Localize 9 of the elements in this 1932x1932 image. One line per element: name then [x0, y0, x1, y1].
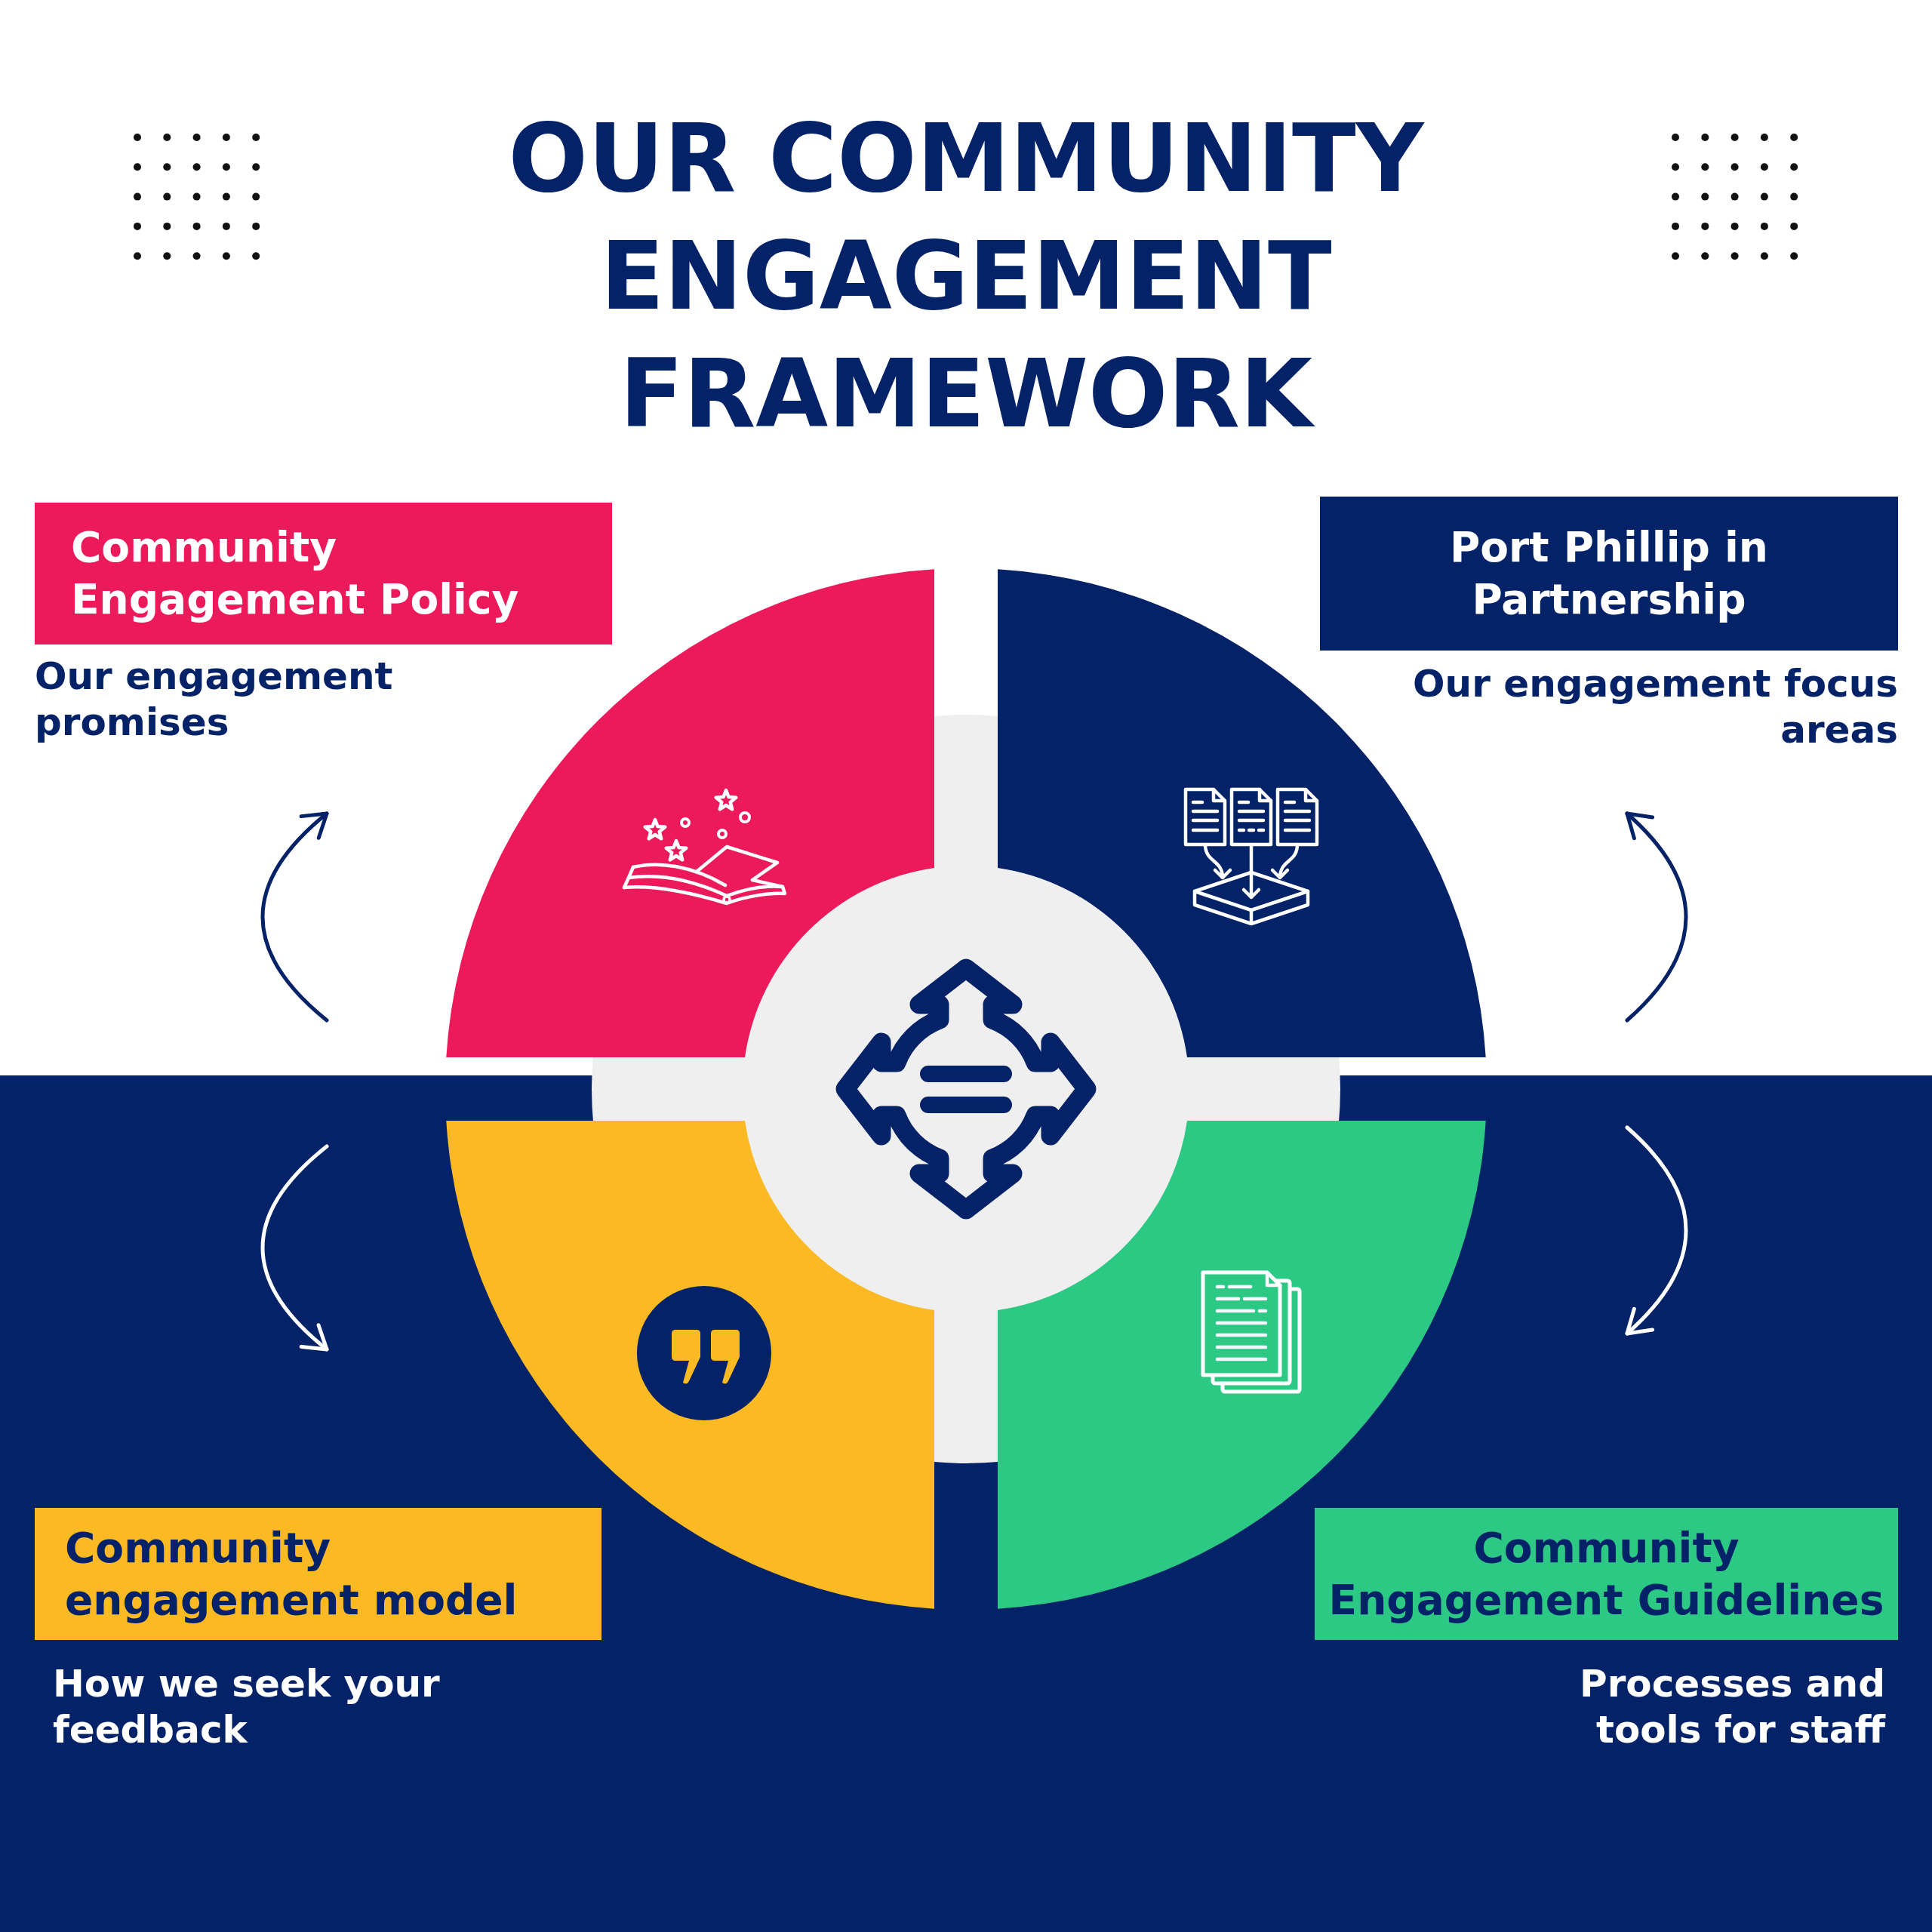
title: OUR COMMUNITY ENGAGEMENT FRAMEWORK [507, 103, 1426, 450]
caption-text: Our engagement promises [35, 654, 394, 746]
heading-banner: Community Engagement Policy [35, 503, 612, 645]
heading-banner: Port Phillip in Partnership [1320, 497, 1898, 651]
caption-text: How we seek your feedback [52, 1661, 441, 1753]
heading-banner: Community engagement model [35, 1508, 601, 1640]
heading-banner: Community Engagement Guidelines [1315, 1508, 1898, 1640]
caption-text: Processes and tools for staff [1579, 1661, 1887, 1753]
caption-text: Our engagement focus areas [1412, 661, 1898, 753]
